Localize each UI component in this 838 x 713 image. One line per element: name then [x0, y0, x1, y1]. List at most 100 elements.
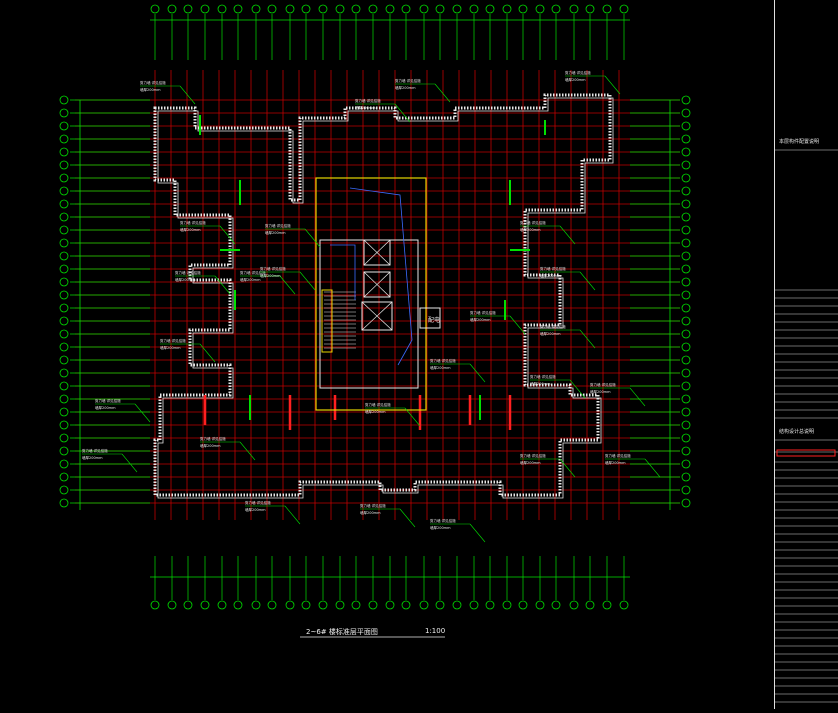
axis-bubble-icon — [59, 238, 69, 248]
interior-wall-line — [157, 97, 614, 499]
axis-bubble-icon — [681, 108, 691, 118]
axis-bubble-icon — [59, 134, 69, 144]
axis-bubble-icon — [285, 600, 295, 610]
axis-bubble-icon — [59, 212, 69, 222]
axis-bubble-icon — [681, 251, 691, 261]
axis-bubble-icon — [681, 173, 691, 183]
annotation-leader — [469, 363, 486, 383]
axis-bubble-icon — [469, 600, 479, 610]
annotation-leader — [284, 505, 301, 525]
axis-bubble-icon — [267, 600, 277, 610]
annotation-text: 剪力墙 详见结施 — [365, 402, 391, 407]
axis-bubble-icon — [233, 600, 243, 610]
annotation-text: 墙厚200mm — [430, 525, 451, 530]
axis-bubble-icon — [681, 303, 691, 313]
annotation-text: 墙厚200mm — [160, 345, 181, 350]
axis-bubble-icon — [485, 4, 495, 14]
annotation-text: 墙厚200mm — [82, 455, 103, 460]
axis-bubble-icon — [59, 303, 69, 313]
core-tube — [315, 177, 441, 411]
axis-bubble-icon — [251, 4, 261, 14]
annotation-text: 剪力墙 详见结施 — [260, 266, 286, 271]
elevator-shaft — [363, 239, 391, 266]
annotation-text: 剪力墙 详见结施 — [265, 223, 291, 228]
axis-bubble-icon — [681, 472, 691, 482]
annotation-text: 剪力墙 详见结施 — [540, 324, 566, 329]
annotation-leader — [279, 275, 296, 295]
annotation-leader — [579, 329, 596, 349]
annotation-text: 剪力墙 详见结施 — [180, 220, 206, 225]
axis-bubble-icon — [59, 433, 69, 443]
annotation-text: 剪力墙 详见结施 — [245, 500, 271, 505]
axis-bubble-icon — [602, 4, 612, 14]
axis-bubble-icon — [59, 355, 69, 365]
axis-bubble-icon — [301, 600, 311, 610]
title-block-panel: 本层构件配置说明 结构设计总说明 — [774, 0, 838, 709]
axis-bubble-icon — [681, 238, 691, 248]
annotation-text: 剪力墙 详见结施 — [520, 453, 546, 458]
axis-bubble-icon — [469, 4, 479, 14]
annotation-leader — [644, 458, 661, 478]
annotation-text: 剪力墙 详见结施 — [175, 270, 201, 275]
annotation-text: 剪力墙 详见结施 — [395, 78, 421, 83]
annotation-leader — [434, 83, 451, 103]
title-block-table — [775, 149, 838, 703]
annotation-text: 墙厚200mm — [520, 227, 541, 232]
axis-bubble-icon — [585, 600, 595, 610]
stair-leader — [349, 187, 413, 366]
annotation-text: 剪力墙 详见结施 — [605, 453, 631, 458]
axis-bubble-icon — [59, 394, 69, 404]
axis-bubble-icon — [59, 498, 69, 508]
annotation-text: 墙厚200mm — [355, 105, 376, 110]
annotation-leader — [121, 453, 138, 473]
axis-bubble-icon — [267, 4, 277, 14]
axis-bubble-icon — [217, 4, 227, 14]
axis-bubble-icon — [335, 600, 345, 610]
annotation-leader — [469, 523, 486, 543]
axis-bubble-icon — [681, 446, 691, 456]
axis-bubble-icon — [452, 600, 462, 610]
annotation-text: 剪力墙 详见结施 — [240, 270, 266, 275]
annotation-text: 剪力墙 详见结施 — [355, 98, 381, 103]
annotation-leader — [299, 271, 316, 291]
stair-icon — [321, 289, 356, 353]
annotation-leader — [579, 271, 596, 291]
axis-bubble-icon — [318, 4, 328, 14]
annotation-text: 墙厚200mm — [175, 277, 196, 282]
annotation-leader — [304, 228, 321, 248]
axis-bubble-icon — [681, 186, 691, 196]
axis-bubble-icon — [59, 173, 69, 183]
annotation-text: 墙厚200mm — [240, 277, 261, 282]
axis-bubble-icon — [59, 368, 69, 378]
axis-bubble-icon — [351, 4, 361, 14]
annotation-text: 墙厚200mm — [520, 460, 541, 465]
annotation-leader — [604, 75, 621, 95]
annotation-leader — [394, 103, 411, 123]
axis-bubble-icon — [585, 4, 595, 14]
axis-bubble-icon — [518, 600, 528, 610]
annotation-text: 剪力墙 详见结施 — [520, 220, 546, 225]
annotation-text: 剪力墙 详见结施 — [95, 398, 121, 403]
axis-bubble-icon — [681, 225, 691, 235]
axis-bubble-icon — [681, 290, 691, 300]
axis-bubble-icon — [59, 381, 69, 391]
axis-bubble-icon — [681, 381, 691, 391]
axis-bubble-icon — [217, 600, 227, 610]
axis-bubble-icon — [150, 600, 160, 610]
